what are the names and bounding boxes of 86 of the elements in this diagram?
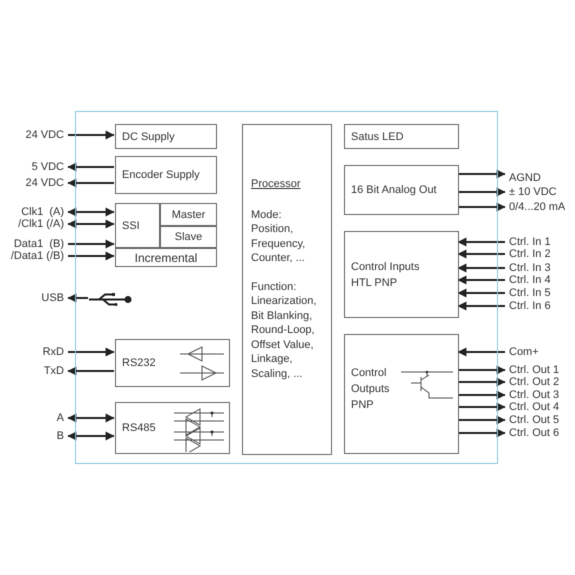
block-box — [115, 203, 160, 248]
signal-label: Ctrl. In 2 — [505, 248, 573, 260]
arrow — [457, 264, 505, 272]
arrow — [458, 416, 506, 424]
signal-label: Ctrl. In 4 — [505, 274, 573, 286]
arrow — [68, 240, 115, 248]
block-label: Encoder Supply — [122, 169, 200, 181]
block-title: Processor — [251, 177, 301, 192]
arrow — [68, 130, 115, 140]
signal-label: Ctrl. Out 3 — [505, 389, 573, 401]
arrow — [68, 252, 115, 260]
arrow — [458, 378, 506, 386]
block-box — [344, 124, 459, 149]
block-box — [115, 156, 217, 194]
signal-label: 0/4...20 mA — [505, 201, 573, 213]
arrow — [458, 428, 506, 438]
double-arrow — [67, 414, 115, 422]
signal-label: 24 VDC — [8, 129, 68, 141]
arrow — [458, 170, 506, 178]
usb-icon — [89, 293, 133, 306]
arrow — [68, 348, 115, 356]
signal-label: AGND — [505, 172, 573, 184]
signal-label: 5 VDC — [8, 161, 68, 173]
arrow — [458, 402, 506, 412]
signal-label: A — [8, 412, 68, 424]
signal-label: USB — [8, 292, 68, 304]
signal-label: Ctrl. Out 1 — [505, 364, 573, 376]
feature-list: Mode: Position, Frequency, Counter, ... — [251, 208, 323, 266]
signal-label: /Clk1 (/A) — [8, 218, 68, 230]
arrow — [457, 302, 505, 310]
signal-label: TxD — [8, 365, 68, 377]
arrow — [67, 178, 114, 188]
signal-label: Data1 (B) — [8, 238, 68, 250]
signal-label: Ctrl. In 3 — [505, 262, 573, 274]
signal-label: Ctrl. In 1 — [505, 236, 573, 248]
arrow — [457, 238, 505, 246]
signal-label: Ctrl. In 6 — [505, 300, 573, 312]
block-label: DC Supply — [122, 130, 175, 142]
feature-list: Function: Linearization, Bit Blanking, Round-Loop, Offset Value, Linkage, Scaling, ... — [251, 280, 323, 381]
block-box — [115, 248, 217, 267]
signal-label: Ctrl. Out 2 — [505, 376, 573, 388]
arrow — [458, 202, 506, 212]
arrow — [67, 366, 114, 376]
block-label: Control Outputs PNP — [351, 366, 391, 413]
device-frame — [75, 111, 498, 464]
block-label: Master — [172, 208, 206, 220]
signal-label: B — [8, 430, 68, 442]
block-box — [115, 402, 230, 454]
block-box — [160, 203, 217, 226]
block-label: Slave — [174, 231, 202, 243]
arrow — [457, 288, 505, 298]
double-arrow — [67, 220, 115, 228]
double-arrow — [67, 432, 115, 440]
block-box — [115, 124, 217, 149]
processor-box — [242, 124, 332, 455]
signal-label: ± 10 VDC — [505, 186, 573, 198]
block-label: 16 Bit Analog Out — [351, 184, 437, 196]
signal-label: Com+ — [505, 346, 573, 358]
signal-label: RxD — [8, 346, 68, 358]
arrow — [458, 366, 506, 374]
signal-label: Clk1 (A) — [8, 206, 68, 218]
block-label: RS232 — [122, 357, 156, 369]
arrow — [458, 188, 506, 196]
double-arrow — [67, 208, 115, 216]
block-box — [344, 165, 459, 215]
signal-label: 24 VDC — [8, 177, 68, 189]
signal-label: /Data1 (/B) — [8, 250, 68, 262]
block-label: SSI — [122, 220, 140, 232]
block-box — [344, 231, 459, 318]
block-box — [344, 334, 459, 454]
arrow — [67, 162, 114, 172]
arrow — [67, 294, 88, 302]
block-label: Incremental — [134, 252, 198, 264]
arrow — [457, 250, 505, 258]
signal-label: Ctrl. Out 4 — [505, 401, 573, 413]
signal-label: Ctrl. Out 5 — [505, 414, 573, 426]
arrow — [458, 390, 506, 400]
arrow — [457, 276, 505, 284]
signal-label: Ctrl. In 5 — [505, 287, 573, 299]
block-label: Satus LED — [351, 130, 404, 142]
signal-label: Ctrl. Out 6 — [505, 427, 573, 439]
arrow — [457, 348, 505, 356]
block-box — [115, 339, 230, 387]
block-label: RS485 — [122, 422, 156, 434]
block-box — [160, 226, 217, 248]
block-label: Control Inputs HTL PNP — [351, 260, 420, 290]
